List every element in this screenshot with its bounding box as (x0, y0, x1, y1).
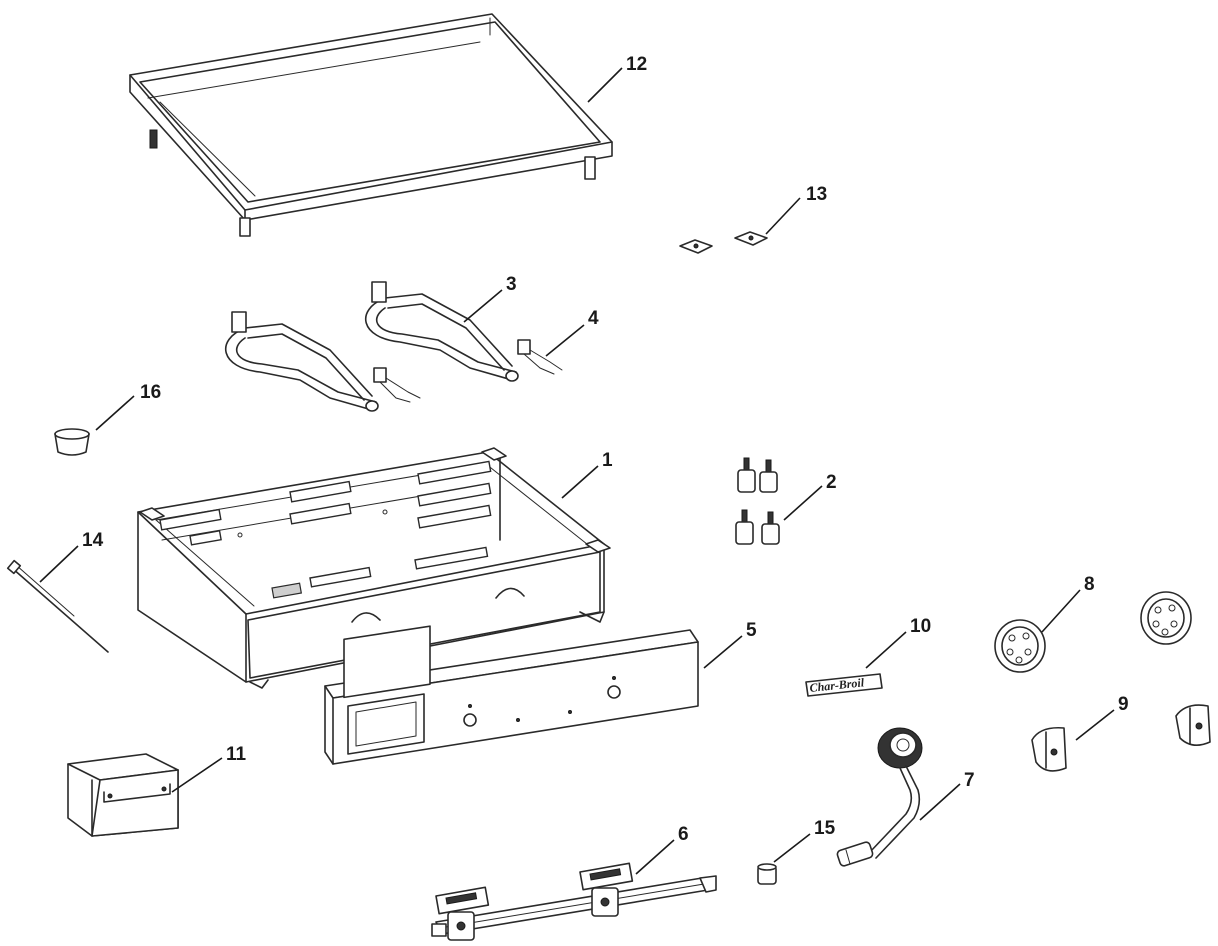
callout-3: 3 (506, 274, 517, 295)
callout-2: 2 (826, 472, 837, 493)
callout-12: 12 (626, 54, 647, 75)
part-firebox-frame (137, 447, 611, 689)
callout-9: 9 (1118, 694, 1129, 715)
callout-10: 10 (910, 616, 931, 637)
callout-14: 14 (82, 530, 104, 551)
callout-7: 7 (964, 770, 975, 791)
part-electrodes (373, 339, 563, 403)
part-control-panel (324, 625, 699, 765)
callout-15: 15 (814, 818, 836, 839)
callout-leaders (39, 67, 1115, 875)
part-logo-badge: Char-Broil (805, 673, 883, 697)
part-orifice-fitting (757, 863, 777, 885)
part-grease-tray (67, 753, 179, 837)
callout-5: 5 (746, 620, 757, 641)
callout-6: 6 (678, 824, 689, 845)
part-knob-bezels (994, 591, 1192, 673)
part-griddle-top (129, 13, 613, 237)
callout-1: 1 (602, 450, 613, 471)
callout-4: 4 (588, 308, 599, 329)
callout-16: 16 (140, 382, 161, 403)
callout-11: 11 (226, 744, 247, 765)
part-gas-manifold (431, 862, 717, 941)
part-grease-cup (54, 428, 90, 456)
callout-13: 13 (806, 184, 827, 205)
callout-8: 8 (1084, 574, 1095, 595)
logo-badge-text: Char-Broil (809, 675, 866, 695)
callout-labels: 12 13 3 4 16 1 2 14 5 10 8 9 11 7 15 6 (82, 54, 1129, 845)
part-control-knobs (1031, 704, 1211, 772)
part-regulator-hose (836, 727, 923, 867)
part-grease-rod (6, 559, 109, 653)
part-leveling-feet (735, 457, 780, 545)
part-burners (224, 281, 519, 412)
part-clip-brackets (679, 231, 768, 254)
